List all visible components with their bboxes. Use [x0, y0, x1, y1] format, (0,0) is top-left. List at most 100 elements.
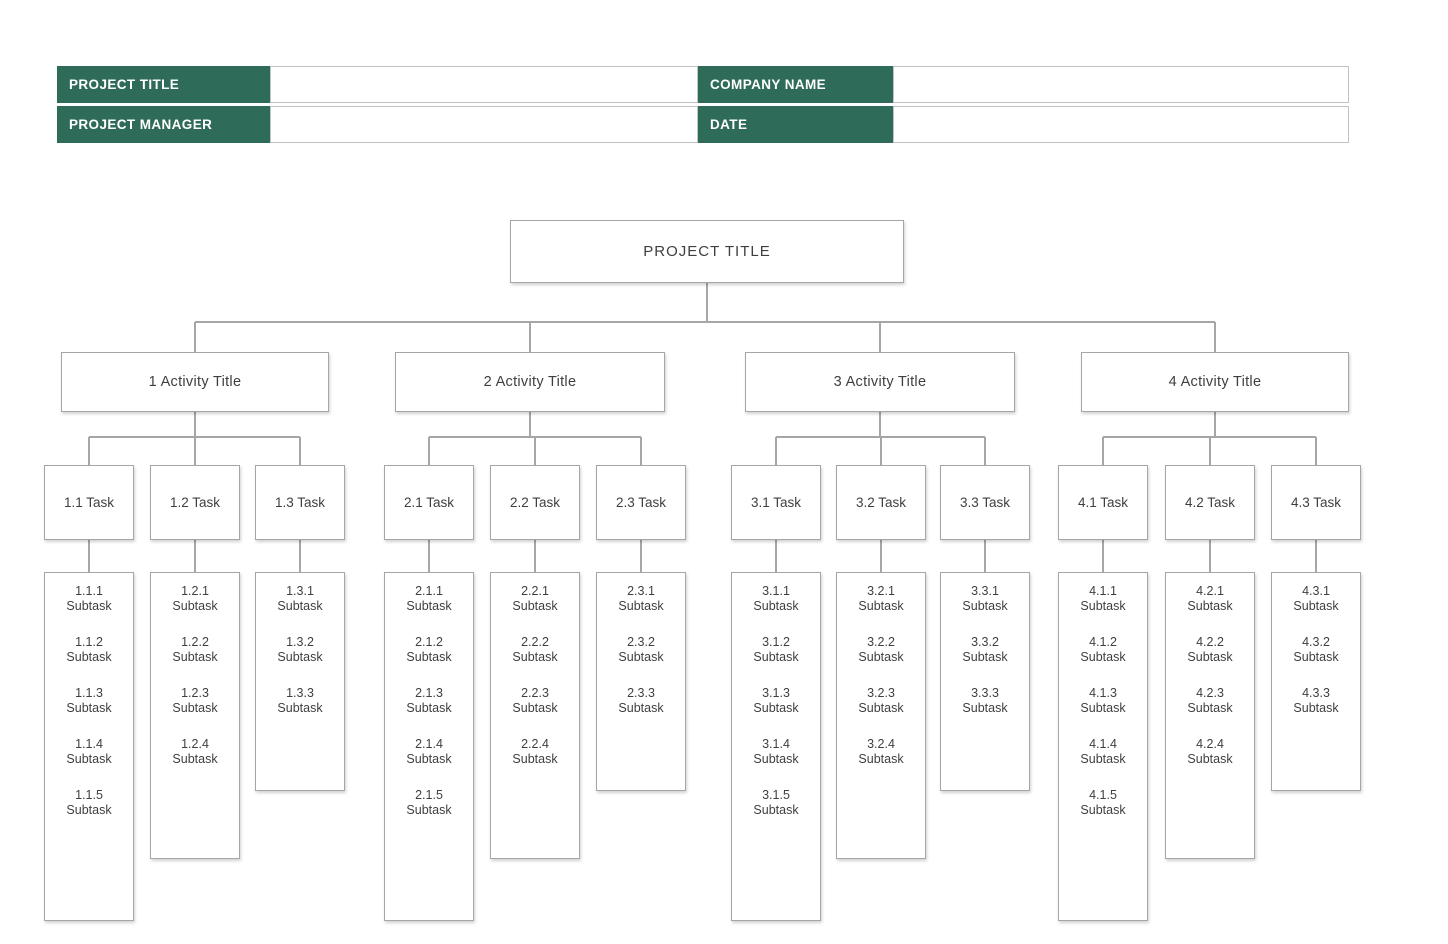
- subtask-id: 2.1.1: [415, 584, 443, 598]
- subtask-word: Subtask: [66, 598, 112, 613]
- subtask-word: Subtask: [406, 751, 452, 766]
- subtask-id: 1.1.5: [75, 788, 103, 802]
- subtask-word: Subtask: [618, 598, 664, 613]
- subtask-id: 3.2.1: [867, 584, 895, 598]
- subtask-word: Subtask: [753, 700, 799, 715]
- header-row-2: PROJECT MANAGER DATE: [57, 106, 1349, 143]
- subtask-id: 3.3.3: [971, 686, 999, 700]
- subtask-word: Subtask: [172, 649, 218, 664]
- subtask-id: 1.2.4: [181, 737, 209, 751]
- task-node-1-1: 1.1 Task: [44, 465, 134, 540]
- task-node-3-2: 3.2 Task: [836, 465, 926, 540]
- subtask-id: 4.2.3: [1196, 686, 1224, 700]
- subtask-id: 3.1.4: [762, 737, 790, 751]
- subtask-id: 4.1.3: [1089, 686, 1117, 700]
- subtask-word: Subtask: [277, 649, 323, 664]
- subtask-id: 1.1.4: [75, 737, 103, 751]
- subtask-id: 2.3.3: [627, 686, 655, 700]
- task-node-2-2: 2.2 Task: [490, 465, 580, 540]
- subtask-word: Subtask: [406, 598, 452, 613]
- project-title-input[interactable]: [270, 66, 698, 103]
- subtask-id: 1.2.2: [181, 635, 209, 649]
- subtask-word: Subtask: [1080, 751, 1126, 766]
- subtask-id: 2.2.2: [521, 635, 549, 649]
- subtask-id: 2.1.3: [415, 686, 443, 700]
- subtask-word: Subtask: [1080, 700, 1126, 715]
- project-manager-input[interactable]: [270, 106, 698, 143]
- subtask-id: 4.1.5: [1089, 788, 1117, 802]
- task-node-1-3: 1.3 Task: [255, 465, 345, 540]
- subtask-word: Subtask: [1293, 649, 1339, 664]
- subtask-word: Subtask: [1293, 700, 1339, 715]
- task-node-1-2: 1.2 Task: [150, 465, 240, 540]
- activity-node-3: 3 Activity Title: [745, 352, 1015, 412]
- subtask-word: Subtask: [962, 598, 1008, 613]
- subtask-word: Subtask: [512, 649, 558, 664]
- subtask-word: Subtask: [1187, 649, 1233, 664]
- subtask-id: 1.1.3: [75, 686, 103, 700]
- company-name-label: COMPANY NAME: [698, 66, 893, 103]
- subtask-id: 2.2.1: [521, 584, 549, 598]
- company-name-input[interactable]: [893, 66, 1349, 103]
- subtask-word: Subtask: [406, 700, 452, 715]
- project-title-label: PROJECT TITLE: [57, 66, 270, 103]
- subtask-id: 1.3.2: [286, 635, 314, 649]
- subtask-word: Subtask: [406, 649, 452, 664]
- header-info-table: PROJECT TITLE COMPANY NAME PROJECT MANAG…: [57, 66, 1349, 146]
- activity-node-2: 2 Activity Title: [395, 352, 665, 412]
- task-node-4-2: 4.2 Task: [1165, 465, 1255, 540]
- subtask-word: Subtask: [406, 802, 452, 817]
- subtask-word: Subtask: [66, 649, 112, 664]
- subtask-word: Subtask: [858, 649, 904, 664]
- subtask-word: Subtask: [753, 751, 799, 766]
- subtask-word: Subtask: [858, 598, 904, 613]
- subtask-id: 3.1.3: [762, 686, 790, 700]
- subtask-word: Subtask: [277, 700, 323, 715]
- subtask-word: Subtask: [753, 802, 799, 817]
- subtask-id: 4.1.4: [1089, 737, 1117, 751]
- subtask-id: 2.2.4: [521, 737, 549, 751]
- task-node-3-3: 3.3 Task: [940, 465, 1030, 540]
- subtask-id: 1.3.1: [286, 584, 314, 598]
- subtask-id: 3.1.1: [762, 584, 790, 598]
- date-input[interactable]: [893, 106, 1349, 143]
- header-row-1: PROJECT TITLE COMPANY NAME: [57, 66, 1349, 103]
- subtask-id: 4.1.2: [1089, 635, 1117, 649]
- subtask-id: 1.2.1: [181, 584, 209, 598]
- subtask-word: Subtask: [1080, 802, 1126, 817]
